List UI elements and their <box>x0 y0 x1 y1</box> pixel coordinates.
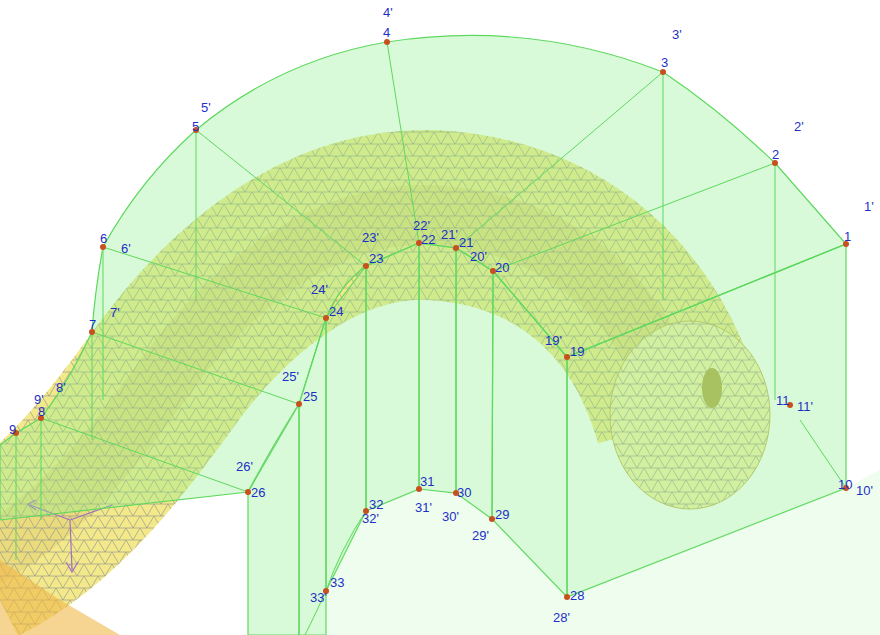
point-label: 22 <box>421 233 435 246</box>
point-label: 25' <box>282 370 299 383</box>
point-label: 25 <box>303 390 317 403</box>
point-label: 19' <box>545 334 562 347</box>
point-label: 3' <box>672 28 682 41</box>
point-label: 32 <box>369 498 383 511</box>
point-label: 20' <box>470 250 487 263</box>
mesh-point <box>453 245 459 251</box>
point-label: 2' <box>794 120 804 133</box>
point-label: 31' <box>415 501 432 514</box>
point-label: 1 <box>844 230 851 243</box>
mesh-point <box>323 315 329 321</box>
point-label: 33 <box>330 576 344 589</box>
point-label: 21 <box>459 236 473 249</box>
mesh-point <box>564 594 570 600</box>
mesh-point <box>384 39 390 45</box>
mesh-point <box>245 489 251 495</box>
point-label: 8' <box>56 381 66 394</box>
point-label: 28' <box>553 611 570 624</box>
point-label: 20 <box>495 261 509 274</box>
point-label: 8 <box>38 405 45 418</box>
point-label: 21' <box>441 228 458 241</box>
point-label: 5 <box>192 120 199 133</box>
point-label: 26 <box>251 486 265 499</box>
point-label: 24' <box>311 283 328 296</box>
mesh-point <box>363 263 369 269</box>
mesh-point <box>296 401 302 407</box>
point-label: 22' <box>413 219 430 232</box>
point-label: 9 <box>9 423 16 436</box>
point-label: 5' <box>201 101 211 114</box>
mesh-point <box>660 69 666 75</box>
point-label: 19 <box>570 345 584 358</box>
point-label: 11' <box>797 400 813 413</box>
point-label: 11 <box>776 394 790 407</box>
point-label: 29 <box>495 508 509 521</box>
point-label: 4 <box>383 26 390 39</box>
point-label: 33' <box>310 591 327 604</box>
point-label: 6' <box>121 242 131 255</box>
point-label: 26' <box>236 460 253 473</box>
point-label: 29' <box>472 529 489 542</box>
bounding-volume <box>0 35 880 635</box>
point-label: 30 <box>457 486 471 499</box>
point-label: 3 <box>661 56 668 69</box>
point-label: 23' <box>362 231 379 244</box>
point-label: 23 <box>369 252 383 265</box>
point-label: 4' <box>383 6 393 19</box>
point-label: 31 <box>420 475 434 488</box>
edge-lines <box>16 42 846 635</box>
point-label: 2 <box>772 148 779 161</box>
point-label: 1' <box>864 200 874 213</box>
point-label: 7' <box>110 306 120 319</box>
point-label: 10 <box>838 478 852 491</box>
mesh-point <box>489 516 495 522</box>
point-label: 30' <box>442 510 459 523</box>
point-label: 10' <box>856 484 873 497</box>
point-label: 24 <box>329 305 343 318</box>
mesh-points <box>13 39 849 600</box>
point-label: 32' <box>362 512 379 525</box>
point-label: 6 <box>100 232 107 245</box>
point-label: 7 <box>89 318 96 331</box>
mesh-point <box>564 354 570 360</box>
point-label: 28 <box>570 589 584 602</box>
